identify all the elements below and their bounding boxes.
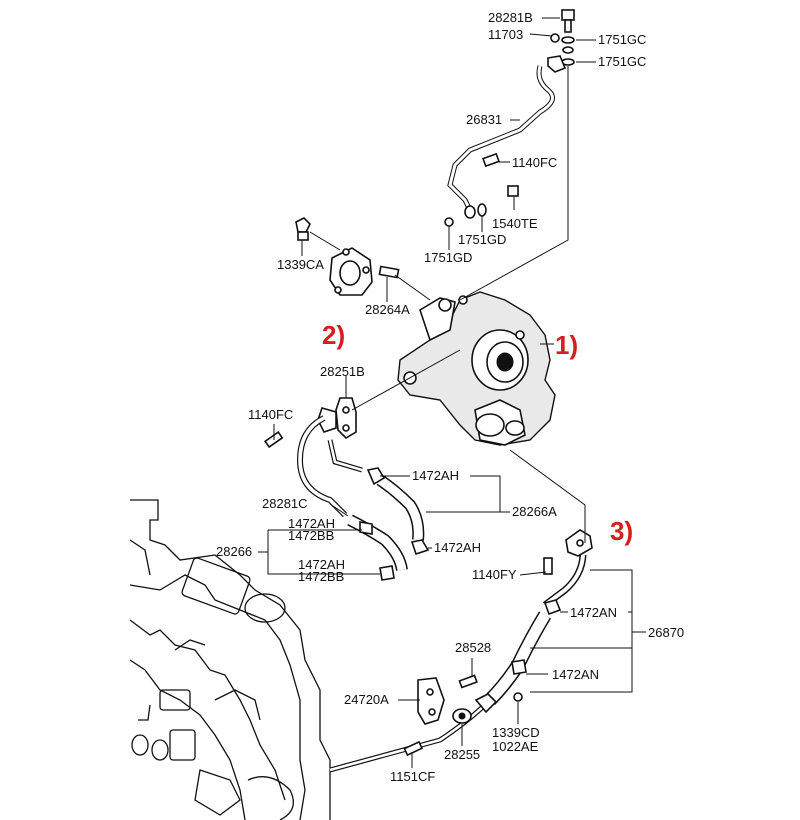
callout-2: 2): [322, 320, 345, 350]
label-28255: 28255: [444, 747, 480, 762]
turbocharger: [397, 291, 556, 446]
label-26831: 26831: [466, 112, 502, 127]
label-1140FC-top: 1140FC: [512, 155, 557, 170]
label-1472BB-b: 1472BB: [288, 528, 334, 543]
label-1751GD-b: 1751GD: [424, 250, 472, 265]
part-labels: 28281B 11703 1751GC 1751GC 26831 1140FC …: [216, 10, 684, 784]
label-1140FY: 1140FY: [472, 567, 517, 582]
label-1022AE: 1022AE: [492, 739, 539, 754]
oil-feed-pipe: [444, 9, 575, 301]
bolt-28528-icon: [458, 674, 478, 689]
clamp-1472AN-b-icon: [511, 659, 527, 675]
bolt-28281B-icon: [561, 9, 575, 21]
label-28264A: 28264A: [365, 302, 410, 317]
label-28266A: 28266A: [512, 504, 557, 519]
label-1151CF: 1151CF: [390, 769, 435, 784]
hose-28266: [347, 514, 408, 581]
label-28281B: 28281B: [488, 10, 533, 25]
stud-28264A-icon: [378, 265, 400, 279]
label-1751GC-b: 1751GC: [598, 54, 646, 69]
gasket-left: [295, 217, 431, 301]
callouts: 1) 2) 3): [322, 320, 633, 546]
label-24720A: 24720A: [344, 692, 389, 707]
label-1751GD-a: 1751GD: [458, 232, 506, 247]
label-1751GC-a: 1751GC: [598, 32, 646, 47]
bolt-11703-icon: [550, 33, 560, 43]
nut-1339CD-icon: [513, 692, 523, 702]
label-1472AN-a: 1472AN: [570, 605, 617, 620]
bolt-1140FY-icon: [543, 557, 553, 575]
label-1140FC-mid: 1140FC: [248, 407, 293, 422]
label-1472AH-b: 1472AH: [288, 516, 335, 531]
label-1472AH-d: 1472AH: [298, 557, 345, 572]
label-1472AN-b: 1472AN: [552, 667, 599, 682]
bolt-1140FC-icon: [482, 152, 500, 168]
label-28266: 28266: [216, 544, 252, 559]
stud-1151CF-icon: [403, 740, 424, 757]
leader-lines: [258, 17, 646, 768]
label-28528: 28528: [455, 640, 491, 655]
callout-3: 3): [610, 516, 633, 546]
label-26870: 26870: [648, 625, 684, 640]
bracket-24720A: [403, 674, 523, 757]
clamp-1472AH-a-icon: [366, 467, 386, 486]
bolt-1540TE-icon: [507, 185, 519, 197]
clamp-1472AH-b-icon: [359, 521, 373, 535]
label-1339CD: 1339CD: [492, 725, 540, 740]
label-1540TE: 1540TE: [492, 216, 538, 231]
label-28251B: 28251B: [320, 364, 365, 379]
engine-block: [129, 499, 331, 820]
nut-1339CA-icon: [295, 217, 311, 233]
label-1472AH-a: 1472AH: [412, 468, 459, 483]
label-28281C: 28281C: [262, 496, 308, 511]
label-11703: 11703: [488, 27, 523, 42]
callout-1: 1): [555, 330, 578, 360]
hose-28266A: [366, 467, 430, 556]
label-1472AH-c: 1472AH: [434, 540, 481, 555]
label-1339CA: 1339CA: [277, 257, 324, 272]
label-1472BB-d: 1472BB: [298, 569, 344, 584]
clamp-1472AH-d-icon: [379, 565, 395, 581]
clamp-1472AN-a-icon: [543, 599, 562, 616]
clamp-1472AH-c-icon: [410, 539, 430, 556]
